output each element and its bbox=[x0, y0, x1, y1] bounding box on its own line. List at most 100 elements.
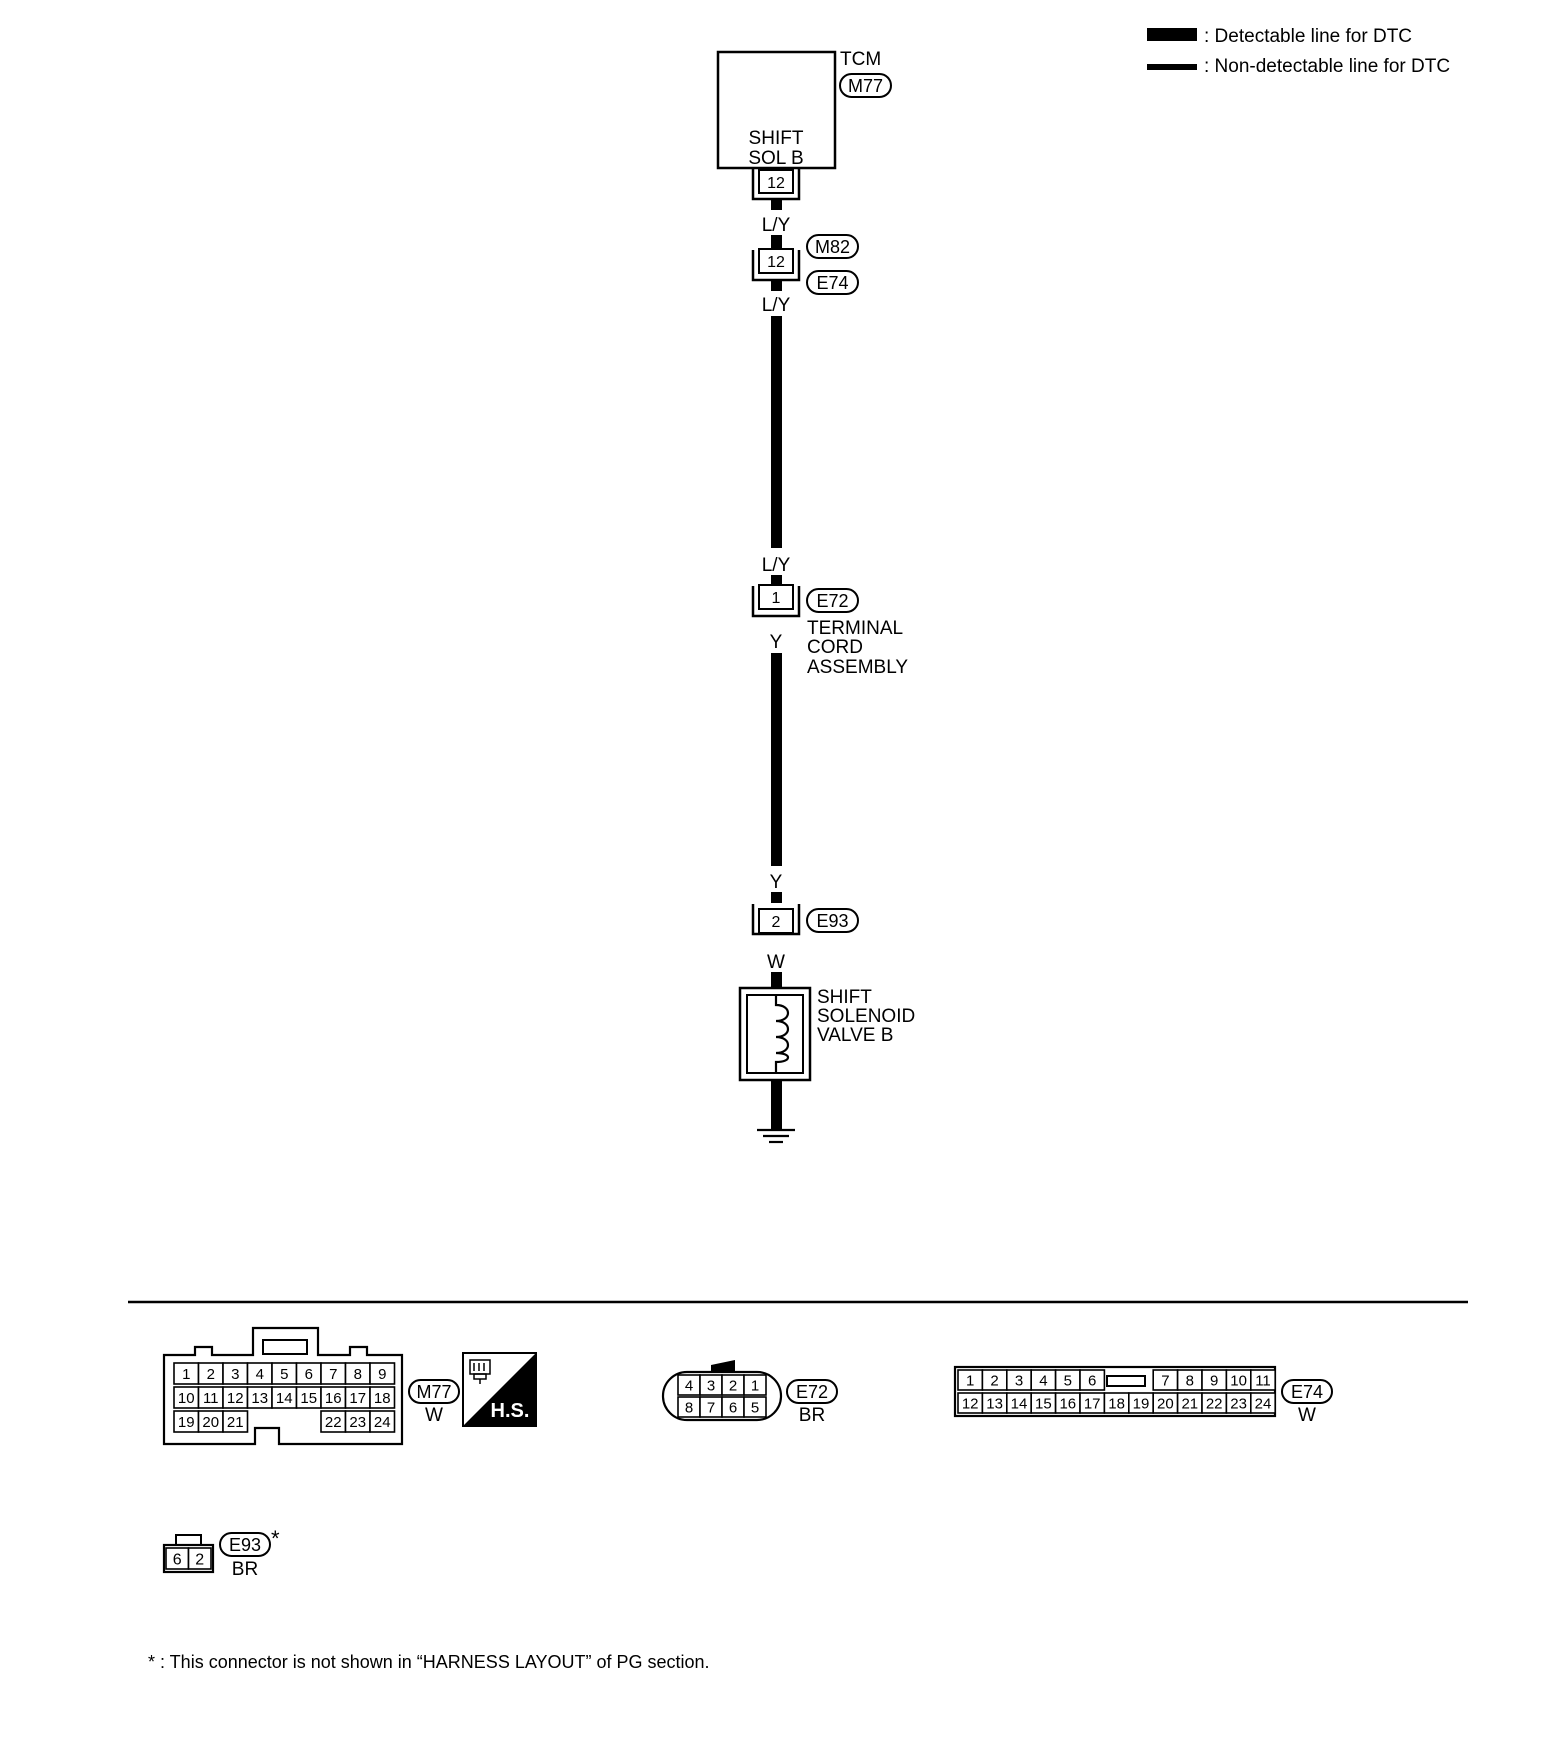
joint-connector-m82-e74: 12 M82 E74 bbox=[751, 234, 859, 295]
e74-pin-8: 8 bbox=[1186, 1372, 1194, 1389]
e74-pin-12: 12 bbox=[962, 1395, 979, 1412]
e93-pin-6: 6 bbox=[173, 1551, 182, 1568]
wire-color-tcm-m82: L/Y bbox=[762, 215, 791, 236]
e93-asterisk: * bbox=[271, 1526, 280, 1551]
e74-pin-5: 5 bbox=[1064, 1372, 1072, 1389]
legend-detectable-label: : Detectable line for DTC bbox=[1204, 26, 1412, 47]
m77-pin-15: 15 bbox=[300, 1390, 317, 1407]
m82-label: M82 bbox=[815, 237, 850, 257]
e74-pin-14: 14 bbox=[1011, 1395, 1028, 1412]
m77-pin-7: 7 bbox=[329, 1366, 337, 1383]
e74-latch bbox=[1106, 1375, 1146, 1387]
e74-pin-13: 13 bbox=[986, 1395, 1003, 1412]
m77-pin-2: 2 bbox=[207, 1366, 215, 1383]
m77-tag-label: M77 bbox=[416, 1382, 451, 1402]
m77-pin-8: 8 bbox=[354, 1366, 362, 1383]
e93-view-tag bbox=[219, 1532, 271, 1557]
harness-side-badge: H.S. bbox=[462, 1352, 537, 1427]
wire-valve-top-stub bbox=[771, 972, 782, 988]
shift-solenoid-valve: SHIFT SOLENOID VALVE B bbox=[738, 986, 915, 1082]
m77-latch bbox=[262, 1339, 308, 1355]
e74-pin-18: 18 bbox=[1108, 1395, 1125, 1412]
m77-pin-18: 18 bbox=[374, 1390, 391, 1407]
m77-pin-22: 22 bbox=[325, 1414, 342, 1431]
m77-pin-18-cell bbox=[369, 1386, 396, 1409]
e93-label: E93 bbox=[816, 911, 848, 931]
e74-pin-2: 2 bbox=[990, 1372, 998, 1389]
solenoid-coil-icon bbox=[774, 995, 790, 1073]
m77-pin-13: 13 bbox=[251, 1390, 268, 1407]
e72-pin-1: 1 bbox=[751, 1377, 759, 1394]
m77-color: W bbox=[425, 1405, 443, 1426]
m77-pin-5: 5 bbox=[280, 1366, 288, 1383]
m77-pin-9-cell bbox=[369, 1362, 396, 1385]
valve-name-line2: SOLENOID bbox=[817, 1006, 915, 1027]
legend-non-detectable-label: : Non-detectable line for DTC bbox=[1204, 56, 1450, 77]
e93-pin-2-cell bbox=[187, 1547, 212, 1570]
e74-pin-6-cell bbox=[1079, 1369, 1106, 1391]
m82-bracket bbox=[751, 250, 801, 282]
m77-pin-20: 20 bbox=[202, 1414, 219, 1431]
e72-pin-8: 8 bbox=[685, 1399, 693, 1416]
e74-pin-11-cell bbox=[1250, 1369, 1277, 1391]
tcm-terminal-box bbox=[758, 169, 794, 194]
e93-tag bbox=[806, 908, 859, 933]
terminal-cord-name-line1: TERMINAL bbox=[807, 618, 903, 639]
valve-connector-e93: 2 E93 bbox=[751, 904, 859, 936]
e72-tag bbox=[806, 588, 859, 613]
e74-label: E74 bbox=[816, 273, 848, 293]
legend-detectable-swatch bbox=[1147, 28, 1197, 41]
e72-terminal-number: 1 bbox=[772, 590, 781, 607]
wire-color-e93-valve: W bbox=[767, 952, 785, 973]
m77-pin-19: 19 bbox=[178, 1414, 195, 1431]
m77-pin-3: 3 bbox=[231, 1366, 239, 1383]
m77-pin-10: 10 bbox=[178, 1390, 195, 1407]
wire-color-e93-in: Y bbox=[770, 872, 783, 893]
e72-bracket bbox=[751, 586, 801, 618]
m77-tag bbox=[408, 1379, 460, 1404]
m77-pin-1: 1 bbox=[182, 1366, 190, 1383]
e74-pin-11: 11 bbox=[1255, 1372, 1271, 1389]
m82-terminal-number: 12 bbox=[767, 254, 785, 271]
e72-key bbox=[711, 1360, 735, 1372]
wire-main-segment-1 bbox=[771, 316, 782, 548]
m77-pin-12: 12 bbox=[227, 1390, 244, 1407]
m77-pin-24: 24 bbox=[374, 1414, 391, 1431]
e72-view-tag-label: E72 bbox=[796, 1382, 828, 1402]
e74-pin-21: 21 bbox=[1181, 1395, 1198, 1412]
legend: : Detectable line for DTC : Non-detectab… bbox=[1147, 26, 1450, 77]
m77-pin-6: 6 bbox=[305, 1366, 313, 1383]
tcm: TCM M77 SHIFT SOL B 12 bbox=[716, 49, 892, 201]
terminal-cord-name-line3: ASSEMBLY bbox=[807, 657, 908, 678]
e74-pin-17: 17 bbox=[1084, 1395, 1101, 1412]
e74-tag bbox=[806, 270, 859, 295]
e74-pin-1: 1 bbox=[966, 1372, 974, 1389]
e74-view-tag bbox=[1281, 1379, 1333, 1404]
wire-m82-top-stub bbox=[771, 235, 782, 250]
e74-pin-24-cell bbox=[1250, 1392, 1277, 1414]
e74-pin-23: 23 bbox=[1230, 1395, 1247, 1412]
m77-pin-23: 23 bbox=[349, 1414, 366, 1431]
legend-non-detectable-swatch bbox=[1147, 64, 1197, 70]
e72-pin-3: 3 bbox=[707, 1377, 715, 1394]
tcm-connector-tag bbox=[839, 73, 892, 98]
e74-pin-24: 24 bbox=[1255, 1395, 1272, 1412]
e74-pin-19: 19 bbox=[1133, 1395, 1150, 1412]
e74-pin-10: 10 bbox=[1230, 1372, 1247, 1389]
e74-pin-20: 20 bbox=[1157, 1395, 1174, 1412]
e93-color: BR bbox=[232, 1559, 258, 1580]
m77-pin-24-cell bbox=[369, 1410, 396, 1433]
wire-color-m82-e72: L/Y bbox=[762, 295, 791, 316]
wire-e72-top-stub bbox=[771, 575, 782, 586]
e93-pin-2: 2 bbox=[195, 1551, 204, 1568]
e74-pin-15: 15 bbox=[1035, 1395, 1052, 1412]
e93-terminal-number: 2 bbox=[772, 914, 781, 931]
valve-name-line1: SHIFT bbox=[817, 987, 872, 1008]
e93-view-key bbox=[175, 1534, 202, 1546]
